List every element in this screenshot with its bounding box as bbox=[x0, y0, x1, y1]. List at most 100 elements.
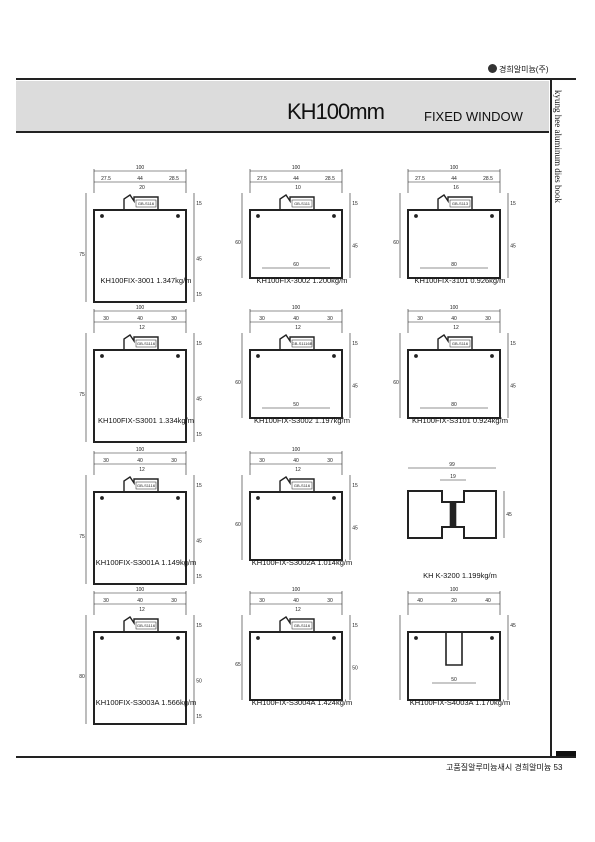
title-band bbox=[16, 81, 549, 133]
profile-caption: KH100FIX-S3001A 1.149kg/m bbox=[95, 558, 197, 567]
dimension-label: 60 bbox=[293, 262, 299, 268]
dimension-label: 15 bbox=[196, 432, 202, 438]
dimension-label: 15 bbox=[196, 201, 202, 207]
screw-hole bbox=[490, 214, 494, 218]
glazing-bead-code: GB-S1116B bbox=[292, 341, 313, 346]
glazing-bead-code: GB-S1116 bbox=[137, 623, 156, 628]
screw-hole bbox=[100, 354, 104, 358]
dimension-label: 30 bbox=[171, 458, 177, 464]
glazing-bead bbox=[449, 199, 471, 208]
profile-outline bbox=[249, 349, 343, 419]
dimension-label: 60 bbox=[235, 240, 241, 246]
profile-caption: KH100FIX-S3002A 1.014kg/m bbox=[251, 558, 353, 567]
dimension-label: 40 bbox=[137, 316, 143, 322]
dimension-label: 27.5 bbox=[101, 176, 111, 182]
dimension-label: 45 bbox=[196, 397, 202, 403]
dimension-label: 60 bbox=[393, 240, 399, 246]
dimension-label: 40 bbox=[293, 458, 299, 464]
center-channel bbox=[445, 632, 463, 666]
dimension-label: 40 bbox=[137, 598, 143, 604]
screw-hole bbox=[332, 496, 336, 500]
glazing-bead bbox=[291, 199, 313, 208]
bead-pocket bbox=[123, 476, 159, 492]
dimension-label: 10 bbox=[295, 185, 301, 191]
dimension-label: 100 bbox=[292, 447, 301, 453]
glazing-bead bbox=[291, 621, 313, 630]
screw-hole bbox=[176, 496, 180, 500]
dimension-label: 100 bbox=[450, 305, 459, 311]
screw-hole bbox=[490, 354, 494, 358]
dimension-label: 100 bbox=[136, 587, 145, 593]
profile-outline bbox=[93, 491, 187, 585]
glazing-bead-code: GB-S113 bbox=[452, 201, 469, 206]
dimension-label: 15 bbox=[352, 341, 358, 347]
dimension-label: 44 bbox=[451, 176, 457, 182]
dimension-label: 15 bbox=[352, 483, 358, 489]
dimension-label: 75 bbox=[79, 252, 85, 258]
glazing-bead-code: GB-S1116 bbox=[137, 483, 156, 488]
screw-hole bbox=[414, 636, 418, 640]
dimension-label: 45 bbox=[352, 243, 358, 249]
dimension-label: 100 bbox=[136, 165, 145, 171]
profile-outline bbox=[249, 209, 343, 279]
dimension-label: 100 bbox=[450, 587, 459, 593]
glazing-bead bbox=[135, 199, 157, 208]
dimension-label: 20 bbox=[451, 598, 457, 604]
dimension-label: 16 bbox=[453, 185, 459, 191]
dimension-label: 27.5 bbox=[415, 176, 425, 182]
dimension-label: 50 bbox=[352, 665, 358, 671]
dimension-label: 100 bbox=[450, 165, 459, 171]
screw-hole bbox=[100, 214, 104, 218]
screw-hole bbox=[332, 354, 336, 358]
dimension-label: 30 bbox=[259, 598, 265, 604]
dimension-label: 60 bbox=[393, 380, 399, 386]
dimension-label: 80 bbox=[79, 674, 85, 680]
profile-outline bbox=[249, 631, 343, 701]
dimension-label: 50 bbox=[293, 402, 299, 408]
dimension-label: 45 bbox=[510, 243, 516, 249]
glazing-bead bbox=[291, 339, 313, 348]
profile-caption: KH100FIX-S3003A 1.566kg/m bbox=[95, 698, 197, 707]
profile-caption: KH100FIX-3101 0.926kg/m bbox=[414, 276, 506, 285]
dimension-label: 12 bbox=[295, 467, 301, 473]
brand-logo: 경희알미늄(주) bbox=[488, 63, 568, 77]
dimension-label: 30 bbox=[103, 316, 109, 322]
screw-hole bbox=[332, 636, 336, 640]
dimension-label: 15 bbox=[510, 341, 516, 347]
dimension-label: 15 bbox=[196, 623, 202, 629]
dimension-label: 30 bbox=[327, 458, 333, 464]
dimension-label: 12 bbox=[139, 467, 145, 473]
bead-pocket bbox=[279, 476, 315, 492]
dimension-label: 15 bbox=[352, 201, 358, 207]
dimension-label: 40 bbox=[137, 458, 143, 464]
glazing-bead bbox=[135, 339, 157, 348]
dimension-label: 12 bbox=[295, 607, 301, 613]
dimension-label: 30 bbox=[417, 316, 423, 322]
bead-pocket bbox=[279, 334, 315, 350]
brand-name: 경희알미늄(주) bbox=[499, 65, 549, 74]
dimension-label: 20 bbox=[139, 185, 145, 191]
dimension-label: 100 bbox=[292, 587, 301, 593]
page-title: KH100mm bbox=[287, 99, 385, 124]
profile-outline bbox=[407, 349, 501, 419]
profile-outline bbox=[93, 349, 187, 443]
bead-pocket bbox=[279, 194, 315, 210]
dimension-label: 40 bbox=[485, 598, 491, 604]
dimension-label: 30 bbox=[485, 316, 491, 322]
dimension-label: 45 bbox=[196, 539, 202, 545]
side-tab bbox=[556, 751, 576, 756]
dimension-label: 30 bbox=[103, 458, 109, 464]
screw-hole bbox=[176, 636, 180, 640]
bead-pocket bbox=[437, 194, 473, 210]
top-rule bbox=[16, 78, 576, 80]
dimension-label: 30 bbox=[259, 316, 265, 322]
profile-caption: KH100FIX-S3001 1.334kg/m bbox=[98, 416, 194, 425]
profile-outline bbox=[93, 631, 187, 725]
